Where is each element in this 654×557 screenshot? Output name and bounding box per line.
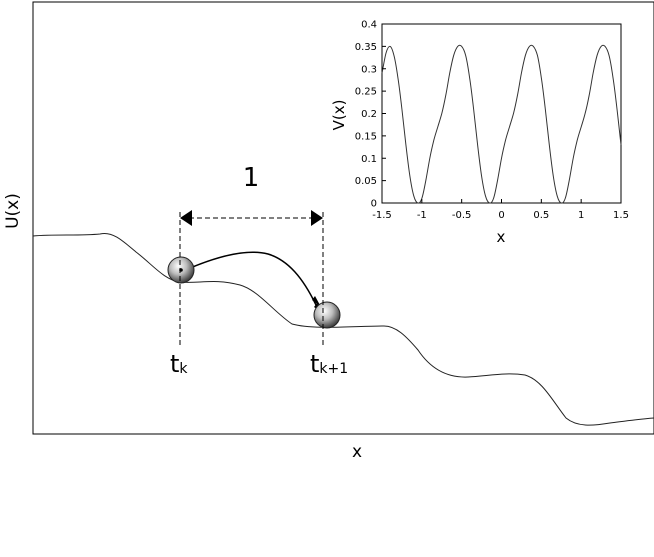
inset-y-tick-label: 0.4 (361, 20, 377, 31)
time-label-tk: tk (170, 350, 188, 378)
hop-arrowhead (312, 296, 321, 307)
inset-plot-frame (381, 23, 622, 204)
step-measure-right-arrow (311, 210, 323, 226)
potential-landscape-curve (32, 232, 654, 426)
hop-trajectory-arrow (180, 251, 317, 306)
inset-x-tick-label: 1 (578, 210, 584, 221)
step-measure-left-arrow (180, 210, 192, 226)
inset-y-axis-label: V(x) (330, 100, 348, 131)
inset-x-tick-label: -1 (417, 210, 427, 221)
inset-x-tick-label: -1.5 (372, 210, 392, 221)
inset-y-tick-label: 0.2 (361, 109, 377, 120)
time-label-tk1-sub: k+1 (319, 361, 348, 377)
main-y-axis-label: U(x) (3, 193, 23, 229)
inset-x-axis-label: x (497, 228, 506, 246)
inset-y-tick-label: 0.25 (355, 87, 377, 98)
time-label-tk1: tk+1 (310, 350, 348, 378)
inset-y-tick-label: 0.3 (361, 64, 377, 75)
main-x-axis-label: x (352, 442, 362, 462)
inset-chart: -1.5 -1 -0.5 0 0.5 1 1.5 0 0.05 0.1 0.15 0.2 0.25 0.3… (330, 20, 629, 247)
inset-x-tick-label: 1.5 (613, 210, 629, 221)
inset-x-tick-label: 0 (498, 210, 504, 221)
step-length-label: 1 (243, 163, 260, 193)
inset-y-tick-label: 0 (371, 199, 377, 210)
time-label-tk1-main: t (310, 350, 319, 378)
inset-y-tick-label: 0.35 (355, 42, 377, 53)
inset-x-tick-label: 0.5 (533, 210, 549, 221)
time-label-tk-sub: k (179, 361, 188, 377)
inset-y-tick-label: 0.05 (355, 176, 377, 187)
inset-y-tick-label: 0.15 (355, 131, 377, 142)
inset-y-tick-label: 0.1 (361, 154, 377, 165)
inset-series-line (381, 44, 622, 204)
inset-x-tick-label: -0.5 (452, 210, 472, 221)
particle-end-ball (313, 301, 341, 329)
time-label-tk-main: t (170, 350, 179, 378)
main-plot-frame (32, 1, 654, 435)
